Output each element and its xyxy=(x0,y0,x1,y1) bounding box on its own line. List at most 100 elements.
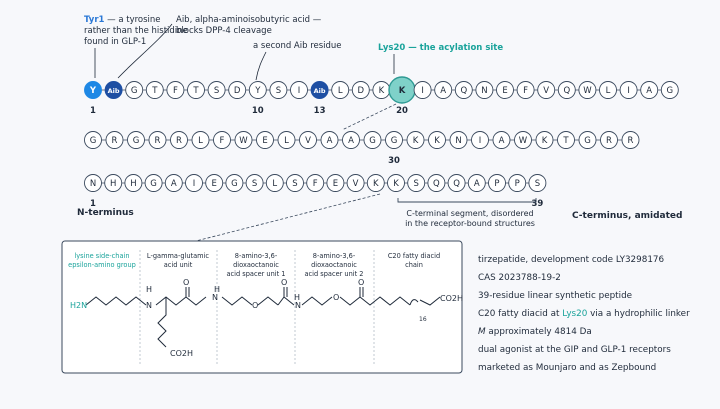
atom-sub16: 16 xyxy=(419,316,427,323)
residue-label: E xyxy=(262,136,267,146)
residue-bead xyxy=(557,81,576,99)
atom-n-1: N xyxy=(146,301,152,310)
residue-label: L xyxy=(284,136,289,146)
residue-bead xyxy=(84,174,102,192)
residue-bead xyxy=(363,131,382,149)
residue-number: 30 xyxy=(388,156,400,166)
residue-bead xyxy=(145,81,164,99)
info-acylation: C20 fatty diacid at Lys20 via a hydrophi… xyxy=(478,309,690,319)
residue-label: W xyxy=(519,136,528,146)
residue-bead xyxy=(516,81,535,99)
residue-label: Q xyxy=(460,86,467,96)
residue-label: G xyxy=(391,136,398,146)
residue-label: N xyxy=(90,179,96,189)
svg-text:found in GLP-1: found in GLP-1 xyxy=(84,37,146,47)
residue-label: Q xyxy=(433,179,440,189)
residue-bead xyxy=(299,131,317,149)
residue-label: K xyxy=(434,136,440,146)
residue-label: A xyxy=(474,179,480,189)
residue-label: K xyxy=(393,179,399,189)
residue-number: 39 xyxy=(531,199,543,209)
residue-number: 20 xyxy=(396,106,408,116)
residue-bead xyxy=(406,131,425,149)
residue-bead xyxy=(104,81,123,99)
residue-bead xyxy=(127,131,145,149)
residue-bead xyxy=(124,174,143,192)
residue-label: L xyxy=(338,86,343,96)
residue-label: A xyxy=(646,86,652,96)
residue-label: I xyxy=(298,86,301,96)
residue-bead xyxy=(148,131,167,149)
residue-bead xyxy=(557,131,575,149)
residue-bead xyxy=(508,174,527,192)
atom-co2h-2: CO2H xyxy=(170,349,193,358)
residue-label: F xyxy=(313,179,318,189)
residue-label: R xyxy=(176,136,182,146)
annotation-aib13: a second Aib residue xyxy=(253,41,342,51)
sidechain-unit-label: dioxaoctanoic xyxy=(311,261,357,269)
residue-label: I xyxy=(421,86,424,96)
residue-bead xyxy=(310,81,329,99)
residue-label: G xyxy=(584,136,591,146)
residue-bead xyxy=(228,81,247,99)
n-terminus-label: N-terminus xyxy=(77,208,134,218)
residue-label: T xyxy=(151,86,158,96)
atom-n-3: N xyxy=(295,301,301,310)
info-cas: CAS 2023788-19-2 xyxy=(478,273,561,283)
atom-h-3: H xyxy=(294,293,300,302)
residue-bead xyxy=(496,81,514,99)
residue-label: N xyxy=(481,86,487,96)
residue-bead xyxy=(387,174,405,192)
residue-label: K xyxy=(373,179,379,189)
residue-label: R xyxy=(628,136,634,146)
sidechain-unit-label: 8-amino-3,6- xyxy=(313,252,356,260)
residue-label: G xyxy=(369,136,376,146)
svg-text:rather than the histidine: rather than the histidine xyxy=(84,26,188,36)
atom-o-1: O xyxy=(183,278,189,287)
residue-label: V xyxy=(353,179,359,189)
atom-o-2: O xyxy=(252,301,258,310)
residue-label: E xyxy=(212,179,217,189)
residue-label: R xyxy=(606,136,612,146)
sidechain-box xyxy=(61,240,463,374)
atom-o-5: O xyxy=(358,278,364,287)
residue-label: A xyxy=(171,179,177,189)
residue-bead xyxy=(351,81,370,99)
residue-bead xyxy=(528,174,547,192)
annotation-aib: Aib, alpha-aminoisobutyric acid — blocks… xyxy=(176,15,322,36)
residue-label: G xyxy=(131,86,138,96)
sidechain-unit-label: dioxaoctanoic xyxy=(233,261,279,269)
residue-bead xyxy=(600,131,618,149)
residue-number: 13 xyxy=(314,106,326,116)
lys20-dashed-link xyxy=(341,103,397,131)
residue-label: G xyxy=(133,136,140,146)
residue-label: G xyxy=(90,136,97,146)
residue-label: S xyxy=(252,179,257,189)
residue-bead xyxy=(191,131,210,149)
residue-bead xyxy=(326,174,345,192)
residue-bead xyxy=(427,174,446,192)
residue-bead xyxy=(537,81,556,99)
info-panel: tirzepatide, development code LY3298176 … xyxy=(478,255,690,373)
residue-label: F xyxy=(220,136,225,146)
residue-label: V xyxy=(543,86,549,96)
residue-label: Y xyxy=(254,86,261,96)
residue-label: A xyxy=(327,136,333,146)
c-terminus-label: C-terminus, amidated xyxy=(572,211,682,221)
residue-bead xyxy=(205,174,224,192)
residue-label: H xyxy=(130,179,136,189)
atom-h-1: H xyxy=(146,285,152,294)
residue-label: G xyxy=(231,179,238,189)
sidechain-unit-label: chain xyxy=(405,261,423,269)
residue-bead xyxy=(599,81,617,99)
info-length: 39-residue linear synthetic peptide xyxy=(478,291,632,301)
residue-label: Y xyxy=(89,86,97,96)
residue-bead xyxy=(366,174,385,192)
residue-bead xyxy=(245,174,264,192)
residue-bead xyxy=(248,81,267,99)
residue-label: A xyxy=(348,136,354,146)
residue-label: W xyxy=(583,86,592,96)
residue-label: F xyxy=(173,86,178,96)
residue-bead xyxy=(320,131,339,149)
